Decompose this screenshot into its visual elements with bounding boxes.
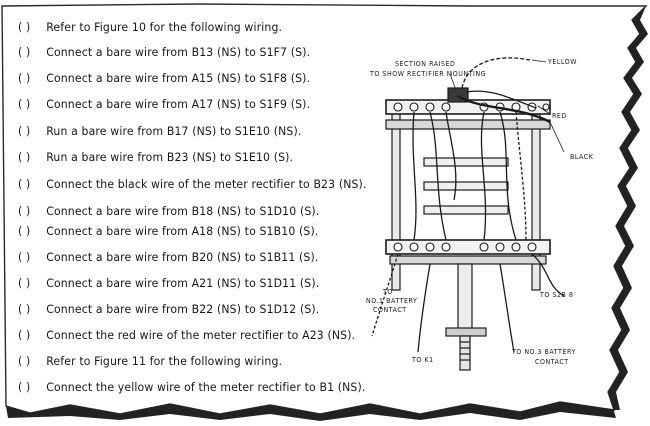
checkbox-marker[interactable]: ( ): [18, 71, 31, 85]
figure-label-k1: TO K1: [412, 356, 434, 364]
checkbox-marker[interactable]: ( ): [18, 177, 31, 191]
checkbox-marker[interactable]: ( ): [18, 97, 31, 111]
switch-shaft: [457, 263, 473, 331]
step-item: ( ) Connect a bare wire from A17 (NS) to …: [18, 97, 310, 111]
step-item: ( ) Connect a bare wire from A15 (NS) to …: [18, 71, 310, 85]
step-item: ( ) Connect the red wire of the meter rec…: [18, 328, 355, 342]
checkbox-marker[interactable]: ( ): [18, 45, 31, 59]
step-item: ( ) Connect a bare wire from A21 (NS) to …: [18, 276, 319, 290]
s2b8-lead: [531, 253, 565, 297]
step-item: ( ) Connect a bare wire from A18 (NS) to …: [18, 224, 318, 238]
bottom-wafer-ring: [389, 255, 547, 265]
k1-lead: [417, 263, 431, 353]
figure-label-battery1-no: NO.1 BATTERY: [366, 297, 418, 305]
step-text: Connect the black wire of the meter rect…: [46, 177, 367, 191]
step-text: Connect a bare wire from A15 (NS) to S1F…: [46, 71, 311, 85]
step-item: ( ) Connect a bare wire from B18 (NS) to …: [18, 204, 319, 218]
step-item: ( ) Refer to Figure 11 for the following …: [18, 354, 282, 368]
step-item: ( ) Run a bare wire from B23 (NS) to S1E1…: [18, 150, 293, 164]
step-text: Connect a bare wire from B22 (NS) to S1D…: [46, 302, 320, 316]
red-wire: [465, 90, 537, 109]
battery3-lead: [499, 263, 515, 353]
yellow-wire: [461, 57, 531, 89]
step-text: Connect a bare wire from A21 (NS) to S1D…: [46, 276, 320, 290]
figure-label-black: BLACK: [570, 153, 594, 161]
checkbox-marker[interactable]: ( ): [18, 276, 31, 290]
step-item: ( ) Run a bare wire from B17 (NS) to S1E1…: [18, 124, 301, 138]
checkbox-marker[interactable]: ( ): [18, 150, 31, 164]
step-text: Connect a bare wire from B13 (NS) to S1F…: [46, 45, 311, 59]
step-item: ( ) Connect a bare wire from B20 (NS) to …: [18, 250, 318, 264]
step-item: ( ) Connect a bare wire from B13 (NS) to …: [18, 45, 310, 59]
black-wire: [457, 94, 551, 124]
checkbox-marker[interactable]: ( ): [18, 380, 31, 394]
step-item: ( ) Connect a bare wire from B22 (NS) to …: [18, 302, 319, 316]
checkbox-marker[interactable]: ( ): [18, 354, 31, 368]
step-text: Connect a bare wire from B18 (NS) to S1D…: [46, 204, 320, 218]
step-text: Connect a bare wire from A17 (NS) to S1F…: [46, 97, 311, 111]
mounting-bushing: [445, 327, 487, 337]
top-wafer-ring: [385, 119, 551, 130]
battery1-lead: [371, 253, 399, 337]
figure-label-rectifier-mounting: TO SHOW RECTIFIER MOUNTING: [370, 70, 487, 78]
middle-wafer-3: [423, 205, 509, 215]
middle-wafer-1: [423, 157, 509, 167]
checkbox-marker[interactable]: ( ): [18, 124, 31, 138]
checkbox-marker[interactable]: ( ): [18, 20, 31, 34]
switch-wiring-illustration: [371, 57, 565, 371]
figure-label-section-raised: SECTION RAISED: [395, 60, 456, 68]
figure-label-red: RED: [552, 112, 567, 120]
figure-label-battery1-contact: CONTACT: [373, 306, 407, 314]
figure-label-yellow: YELLOW: [548, 58, 578, 66]
step-text: Refer to Figure 10 for the following wir…: [46, 20, 283, 34]
switch-spindle: [459, 335, 471, 371]
step-text: Refer to Figure 11 for the following wir…: [46, 354, 283, 368]
figure-label-battery1-to: TO: [383, 288, 393, 296]
step-text: Connect the red wire of the meter rectif…: [46, 328, 356, 342]
figure-label-s2b8: TO S2B 8: [540, 291, 574, 299]
bottom-wafer: [385, 239, 551, 255]
step-text: Connect a bare wire from A18 (NS) to S1B…: [46, 224, 319, 238]
step-item: ( ) Refer to Figure 10 for the following …: [18, 20, 282, 34]
step-item: ( ) Connect the yellow wire of the meter …: [18, 380, 365, 394]
middle-wafer-2: [423, 181, 509, 191]
step-text: Run a bare wire from B17 (NS) to S1E10 (…: [46, 124, 302, 138]
step-text: Run a bare wire from B23 (NS) to S1E10 (…: [46, 150, 294, 164]
checkbox-marker[interactable]: ( ): [18, 328, 31, 342]
figure-label-battery3: TO NO.3 BATTERY: [512, 348, 576, 356]
figure-label-battery3-contact: CONTACT: [535, 358, 569, 366]
step-text: Connect the yellow wire of the meter rec…: [46, 380, 366, 394]
checkbox-marker[interactable]: ( ): [18, 204, 31, 218]
checkbox-marker[interactable]: ( ): [18, 224, 31, 238]
checkbox-marker[interactable]: ( ): [18, 302, 31, 316]
checkbox-marker[interactable]: ( ): [18, 250, 31, 264]
step-text: Connect a bare wire from B20 (NS) to S1B…: [46, 250, 319, 264]
step-item: ( ) Connect the black wire of the meter r…: [18, 177, 367, 191]
